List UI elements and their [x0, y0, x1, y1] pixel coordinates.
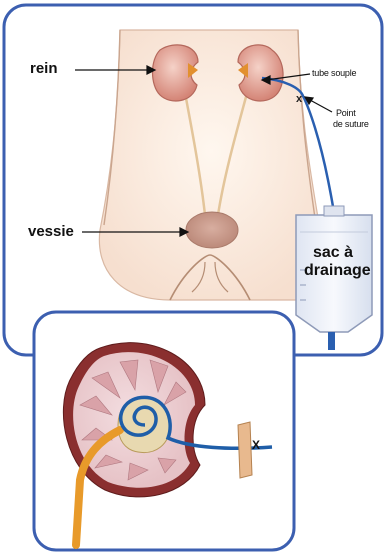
label-bag-line2: drainage: [304, 262, 371, 279]
inset-panel: [34, 312, 294, 550]
suture-mark: x: [296, 93, 303, 105]
label-kidney: rein: [30, 60, 58, 77]
label-bladder: vessie: [28, 223, 74, 240]
label-inset-mark: X: [252, 438, 260, 452]
bladder: [186, 212, 238, 248]
label-suture-line1: Point: [336, 108, 356, 118]
skin-patch: [238, 422, 252, 478]
kidney-left: [153, 45, 199, 101]
label-bag-line1: sac à: [313, 244, 353, 261]
label-suture-line2: de suture: [333, 119, 369, 129]
kidney-right: [238, 45, 283, 101]
label-tube: tube souple: [312, 68, 356, 78]
